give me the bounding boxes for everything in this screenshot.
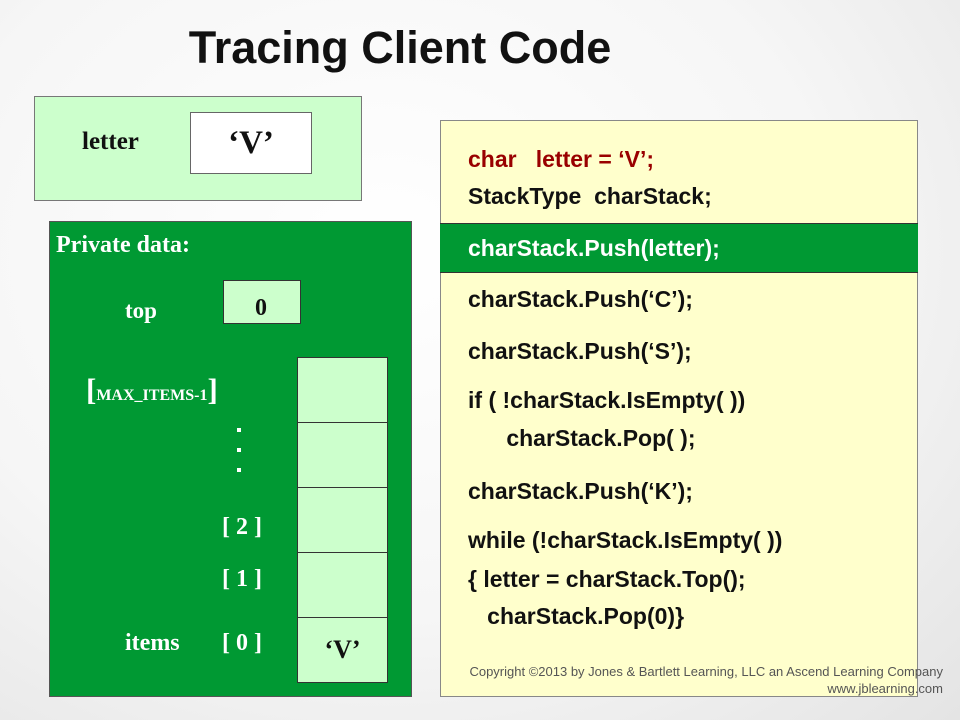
stack-cell-0: ‘V’ bbox=[297, 617, 388, 683]
index-1-label: [ 1 ] bbox=[222, 566, 262, 592]
ellipsis-dots bbox=[232, 428, 246, 488]
slide-title: Tracing Client Code bbox=[188, 22, 612, 73]
code-line-while: while (!charStack.IsEmpty( )) bbox=[468, 527, 783, 553]
code-panel bbox=[440, 120, 918, 697]
current-line-highlight bbox=[440, 223, 918, 273]
private-data-label: Private data: bbox=[56, 232, 190, 258]
code-line-top: { letter = charStack.Top(); bbox=[468, 566, 746, 592]
index-2-label: [ 2 ] bbox=[222, 514, 262, 540]
dot bbox=[237, 448, 241, 452]
code-line-letter-declaration: char letter = ‘V’; bbox=[468, 146, 654, 172]
code-line-push-k: charStack.Push(‘K’); bbox=[468, 478, 693, 504]
stack-cell-1 bbox=[297, 552, 388, 618]
copyright-line: Copyright ©2013 by Jones & Bartlett Lear… bbox=[469, 664, 943, 679]
dot bbox=[237, 428, 241, 432]
items-label: items bbox=[125, 630, 180, 656]
top-value: 0 bbox=[223, 280, 301, 324]
letter-variable-label: letter bbox=[82, 128, 139, 155]
stack-cell-ellipsis bbox=[297, 422, 388, 488]
max-index-text: MAX_ITEMS-1 bbox=[96, 387, 208, 404]
max-index-open-bracket: [ bbox=[86, 372, 97, 407]
top-label: top bbox=[125, 298, 157, 323]
dot bbox=[237, 468, 241, 472]
code-line-push-c: charStack.Push(‘C’); bbox=[468, 286, 693, 312]
code-line-pop-zero: charStack.Pop(0)} bbox=[468, 603, 685, 629]
stack-cell-max bbox=[297, 357, 388, 423]
stack-cell-2 bbox=[297, 487, 388, 553]
code-line-stack-declaration: StackType charStack; bbox=[468, 183, 712, 209]
copyright-notice: Copyright ©2013 by Jones & Bartlett Lear… bbox=[428, 663, 943, 697]
code-line-if-not-empty: if ( !charStack.IsEmpty( )) bbox=[468, 387, 746, 413]
max-index-close-bracket: ] bbox=[207, 372, 218, 407]
code-line-push-s: charStack.Push(‘S’); bbox=[468, 338, 692, 364]
index-0-label: [ 0 ] bbox=[222, 630, 262, 656]
code-line-pop: charStack.Pop( ); bbox=[468, 425, 696, 451]
code-line-push-letter: charStack.Push(letter); bbox=[468, 235, 720, 261]
copyright-url: www.jblearning.com bbox=[827, 681, 943, 696]
max-index-label: [MAX_ITEMS-1] bbox=[86, 372, 218, 408]
letter-variable-value: ‘V’ bbox=[190, 112, 312, 174]
